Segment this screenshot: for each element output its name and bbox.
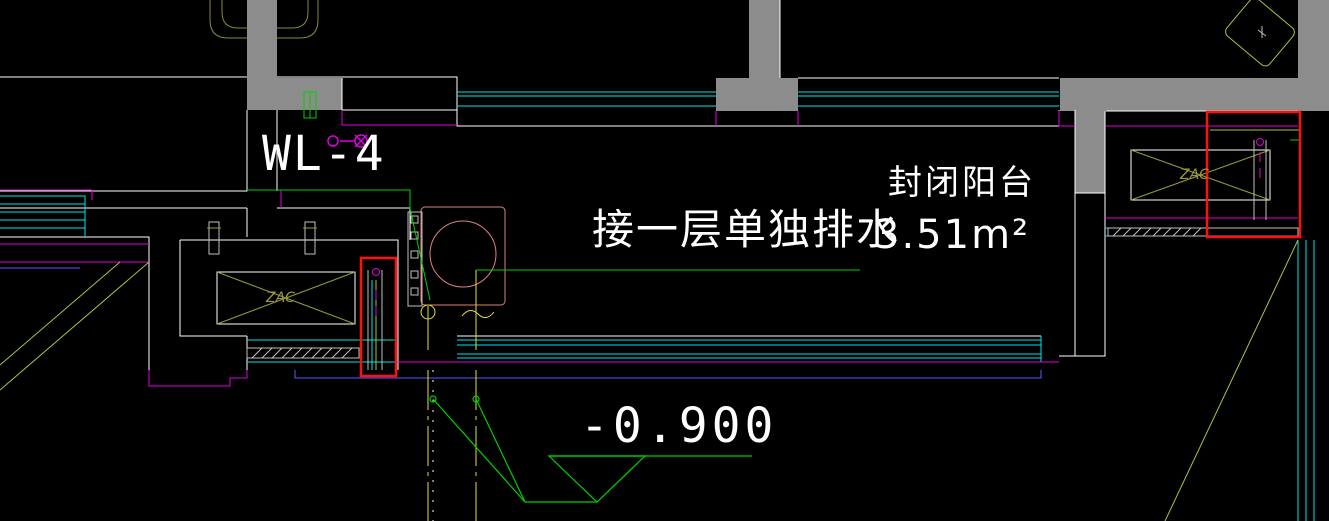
window-lines — [0, 91, 1315, 521]
room-name-label: 封闭阳台 — [888, 163, 1036, 203]
washing-machine — [407, 206, 506, 307]
drain-pipe-left — [367, 268, 383, 370]
dashed-pipe-lines — [427, 370, 477, 521]
pipe-symbol-wl4 — [327, 134, 368, 148]
pipe-vertical-top — [303, 91, 317, 119]
equipment-box-left — [207, 221, 356, 325]
equipment-tag-left: ZAC — [266, 290, 295, 306]
elevation-marker — [429, 395, 752, 503]
pipe-id-label: WL-4 — [262, 126, 386, 182]
equipment-box-right — [1130, 149, 1271, 201]
floor-drains — [246, 189, 860, 350]
highlight-box-left — [359, 256, 398, 378]
equipment-tag-right: ZAC — [1180, 167, 1209, 183]
area-label: 3.51m² — [874, 212, 1031, 258]
drain-pipe-right — [1210, 129, 1301, 220]
drain-note-label: 接一层单独排水 — [592, 205, 901, 254]
blue-lines — [0, 267, 1042, 379]
equipment-rotated-top-right — [1225, 0, 1295, 67]
elevation-label: -0.900 — [580, 398, 778, 454]
highlight-boxes — [359, 110, 1302, 378]
diagonal-lines — [0, 239, 1299, 521]
walls — [247, 0, 1329, 193]
hatch-strips — [246, 227, 1299, 359]
highlight-box-right — [1205, 110, 1302, 239]
